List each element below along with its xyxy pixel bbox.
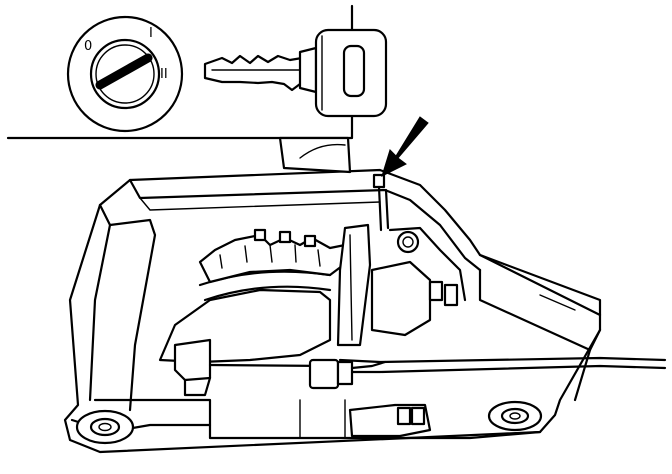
position-marker-II: II [160,67,168,82]
pointer-arrow-icon [381,116,429,177]
svg-text:II: II [160,67,168,82]
ignition-lock-cylinder: 0 I II [66,15,184,133]
ignition-inset-panel: 0 I II [0,0,388,174]
key-slot [95,53,153,90]
position-marker-0: 0 [84,39,92,54]
shift-mechanism-housing [63,168,667,454]
svg-text:0: 0 [84,39,92,54]
position-marker-I: I [149,26,153,41]
ignition-key [203,28,388,118]
mounting-boss-right [487,400,543,432]
svg-text:I: I [149,26,153,41]
mounting-boss-left [75,409,135,445]
